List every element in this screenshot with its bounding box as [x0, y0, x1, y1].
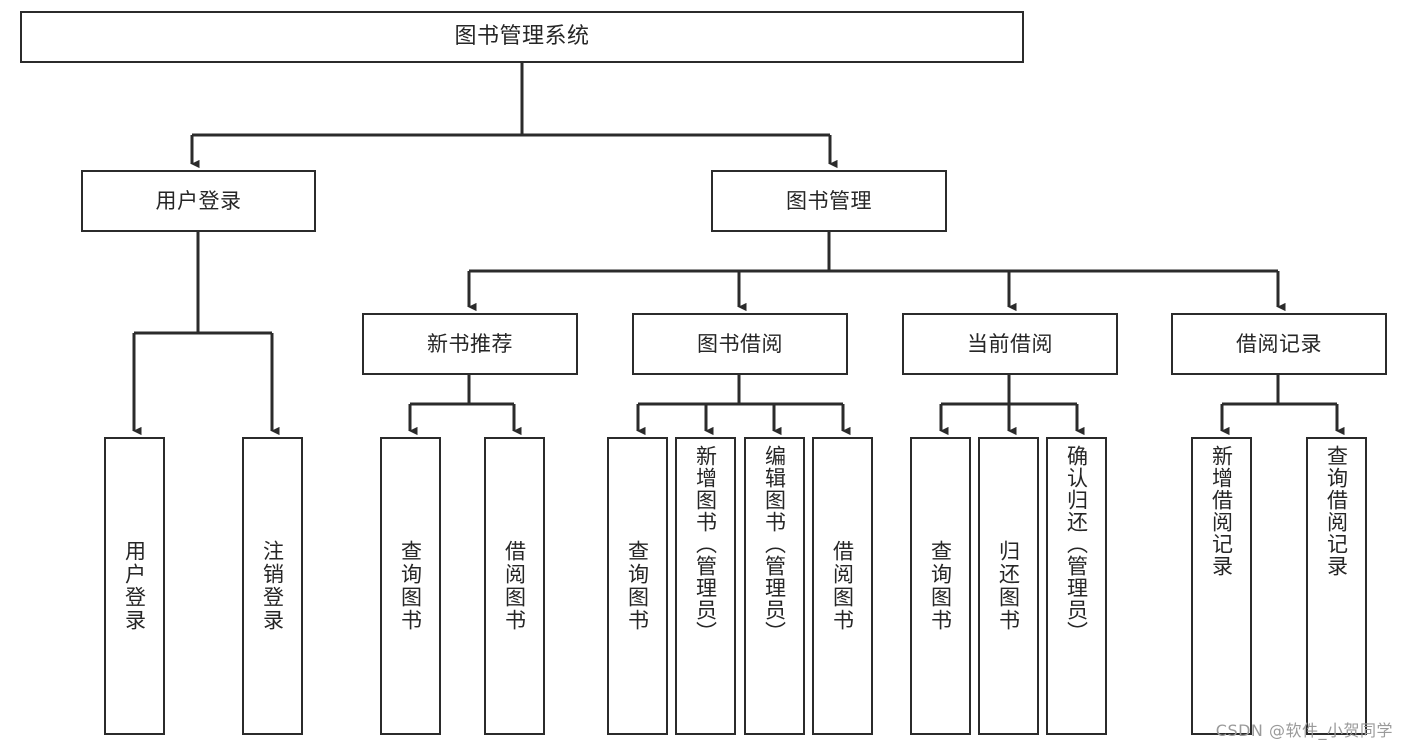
- node-label: 当前借阅: [967, 331, 1053, 356]
- node-user-login[interactable]: 用户登录: [81, 170, 316, 232]
- node-label: 注销登录: [260, 540, 285, 632]
- leaf-current-borrow-query-books[interactable]: 查询图书: [910, 437, 971, 735]
- node-root-book-management-system[interactable]: 图书管理系统: [20, 11, 1024, 63]
- watermark-text: CSDN @软件_小贺同学: [1215, 721, 1393, 740]
- node-label: 用户登录: [155, 188, 242, 213]
- node-borrowing-record[interactable]: 借阅记录: [1171, 313, 1387, 375]
- node-new-book-recommendation[interactable]: 新书推荐: [362, 313, 578, 375]
- node-current-borrowing[interactable]: 当前借阅: [902, 313, 1118, 375]
- node-label: 图书管理: [786, 188, 872, 213]
- leaf-user-login-signin[interactable]: 用户登录: [104, 437, 165, 735]
- node-label: 查询图书: [625, 540, 650, 632]
- node-label: 归还图书: [996, 540, 1021, 632]
- node-label: 查询图书: [398, 540, 423, 632]
- leaf-user-login-signout[interactable]: 注销登录: [242, 437, 303, 735]
- node-label: 图书借阅: [697, 331, 783, 356]
- leaf-book-borrow-add-book-admin[interactable]: 新增图书（管理员）: [675, 437, 736, 735]
- node-label: 借阅记录: [1236, 331, 1322, 356]
- leaf-borrow-record-query-record[interactable]: 查询借阅记录: [1306, 437, 1367, 735]
- node-label: 借阅图书: [830, 540, 855, 632]
- leaf-current-borrow-return-books[interactable]: 归还图书: [978, 437, 1039, 735]
- leaf-book-borrow-borrow-books[interactable]: 借阅图书: [812, 437, 873, 735]
- node-book-management[interactable]: 图书管理: [711, 170, 947, 232]
- node-label: 查询图书: [928, 540, 953, 632]
- node-label: 新增借阅记录: [1209, 445, 1234, 577]
- leaf-new-book-borrow-books[interactable]: 借阅图书: [484, 437, 545, 735]
- leaf-book-borrow-query-books[interactable]: 查询图书: [607, 437, 668, 735]
- node-label: 新增图书（管理员）: [693, 445, 718, 643]
- node-label: 借阅图书: [502, 540, 527, 632]
- leaf-current-borrow-confirm-return-admin[interactable]: 确认归还（管理员）: [1046, 437, 1107, 735]
- node-label: 编辑图书（管理员）: [762, 445, 787, 643]
- node-label: 查询借阅记录: [1324, 445, 1349, 577]
- node-book-borrowing[interactable]: 图书借阅: [632, 313, 848, 375]
- leaf-new-book-query-books[interactable]: 查询图书: [380, 437, 441, 735]
- node-label: 图书管理系统: [454, 24, 590, 50]
- leaf-book-borrow-edit-book-admin[interactable]: 编辑图书（管理员）: [744, 437, 805, 735]
- node-label: 用户登录: [122, 540, 147, 632]
- node-label: 确认归还（管理员）: [1064, 445, 1089, 643]
- node-label: 新书推荐: [427, 331, 513, 356]
- leaf-borrow-record-add-record[interactable]: 新增借阅记录: [1191, 437, 1252, 735]
